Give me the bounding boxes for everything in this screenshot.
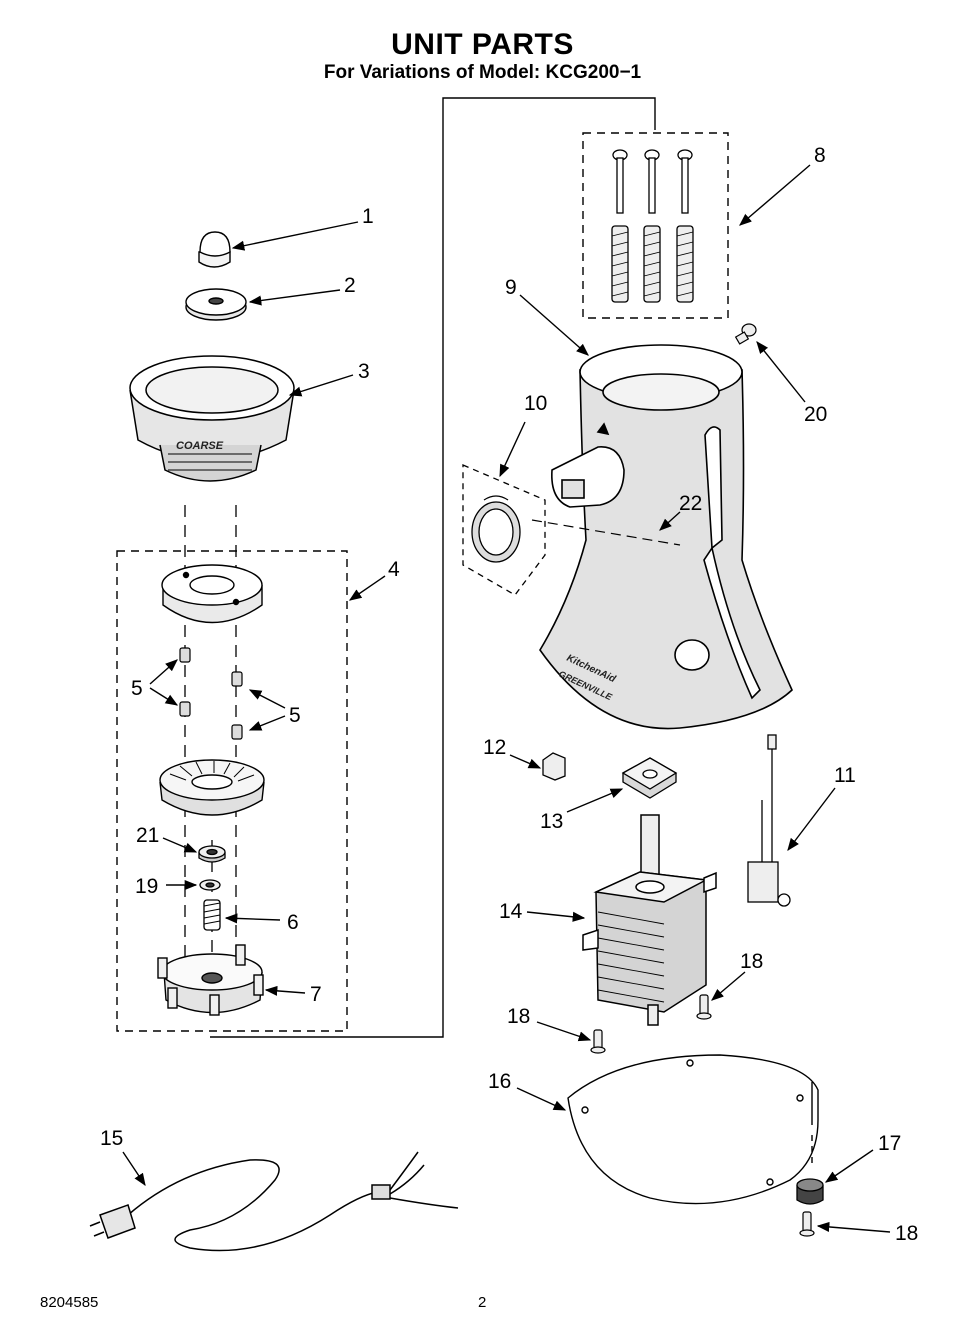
small-washer-part xyxy=(199,879,221,891)
callout-10: 10 xyxy=(524,392,547,415)
callout-22: 22 xyxy=(679,492,702,515)
callout-20: 20 xyxy=(804,403,827,426)
screws-springs-group-box xyxy=(582,132,729,319)
callout-15: 15 xyxy=(100,1127,123,1150)
callout-18-c: 18 xyxy=(895,1222,918,1245)
motor-part xyxy=(582,814,717,1026)
burr-screws-part xyxy=(179,647,243,740)
callout-6: 6 xyxy=(287,911,299,934)
inner-burr-part xyxy=(159,759,265,816)
callout-5-right: 5 xyxy=(289,704,301,727)
svg-text:COARSE: COARSE xyxy=(176,440,224,452)
motor-pad-part xyxy=(621,757,678,799)
callout-3: 3 xyxy=(358,360,370,383)
power-cord-part xyxy=(89,1151,459,1252)
base-plate-part xyxy=(567,1054,819,1205)
housing-screw-part xyxy=(734,323,757,345)
callout-18-b: 18 xyxy=(507,1005,530,1028)
document-number: 8204585 xyxy=(40,1294,99,1311)
cap-nut-part xyxy=(198,231,231,268)
clip-part xyxy=(542,752,566,781)
wire-harness-part xyxy=(747,734,791,907)
callout-9: 9 xyxy=(505,276,517,299)
callout-1: 1 xyxy=(362,205,374,228)
callout-13: 13 xyxy=(540,810,563,833)
callout-numbers: 1 2 3 4 5 5 6 7 8 9 10 11 12 13 14 15 16… xyxy=(100,144,918,1245)
callout-16: 16 xyxy=(488,1070,511,1093)
leader-arrows xyxy=(122,164,891,1233)
switch-pin-line xyxy=(531,519,681,546)
callout-4: 4 xyxy=(388,558,400,581)
page-number: 2 xyxy=(478,1294,487,1311)
rubber-foot-part xyxy=(796,1178,824,1205)
washer-part xyxy=(185,288,247,321)
callout-17: 17 xyxy=(878,1132,901,1155)
assembly-connector-line xyxy=(210,97,656,1038)
outer-burr-part xyxy=(161,564,263,624)
burr-spring-part xyxy=(203,899,221,931)
callout-2: 2 xyxy=(344,274,356,297)
switch-part xyxy=(462,464,546,596)
callout-12: 12 xyxy=(483,736,506,759)
model-subtitle: For Variations of Model: KCG200−1 xyxy=(323,62,642,83)
callout-11: 11 xyxy=(834,764,856,787)
callout-5-left: 5 xyxy=(131,677,143,700)
page-title: UNIT PARTS xyxy=(391,28,574,61)
callout-7: 7 xyxy=(310,983,322,1006)
callout-18-a: 18 xyxy=(740,950,763,973)
callout-14: 14 xyxy=(499,900,523,923)
burr-holder-part xyxy=(157,944,264,1016)
callout-21: 21 xyxy=(136,824,159,847)
base-screws-part xyxy=(590,994,815,1237)
adjustment-ring-part: COARSE xyxy=(129,355,295,482)
grinder-housing-part: KitchenAid GREENVILLE xyxy=(539,344,793,730)
hex-nut-part xyxy=(198,845,226,863)
burr-assembly-group-box xyxy=(116,550,348,1032)
callout-19: 19 xyxy=(135,875,158,898)
housing-screws-springs-part xyxy=(611,149,694,303)
callout-8: 8 xyxy=(814,144,826,167)
